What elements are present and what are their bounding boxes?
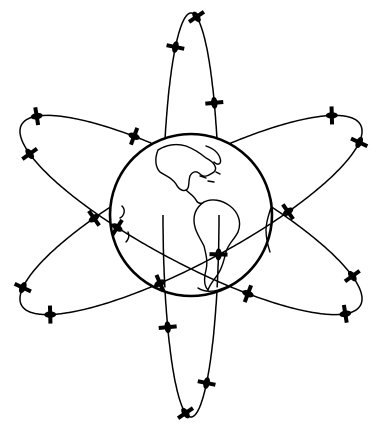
satellite: [326, 106, 338, 124]
satellite: [44, 305, 56, 323]
satellite-body: [164, 321, 171, 334]
satellite-body: [44, 311, 56, 318]
satellite-body: [339, 310, 352, 318]
satellite: [338, 304, 353, 324]
satellite: [341, 266, 363, 286]
satellite: [29, 106, 44, 126]
satellite: [349, 133, 370, 151]
satellite: [186, 7, 208, 27]
satellite: [12, 278, 33, 296]
satellite-body: [326, 112, 338, 119]
satellite-body: [202, 376, 211, 389]
satellite-body: [211, 97, 218, 110]
satellite: [158, 320, 177, 334]
satellite: [278, 201, 298, 223]
satellite: [175, 403, 197, 423]
satellite: [205, 96, 224, 110]
satellite: [84, 207, 104, 229]
satellite: [239, 283, 257, 304]
earth-globe: [110, 134, 272, 296]
satellite: [19, 144, 41, 164]
satellite: [197, 375, 217, 390]
satellite-body: [30, 112, 43, 120]
satellite-body: [171, 40, 180, 53]
satellite: [125, 126, 143, 147]
satellite: [165, 39, 185, 54]
earth-outline: [110, 134, 272, 296]
